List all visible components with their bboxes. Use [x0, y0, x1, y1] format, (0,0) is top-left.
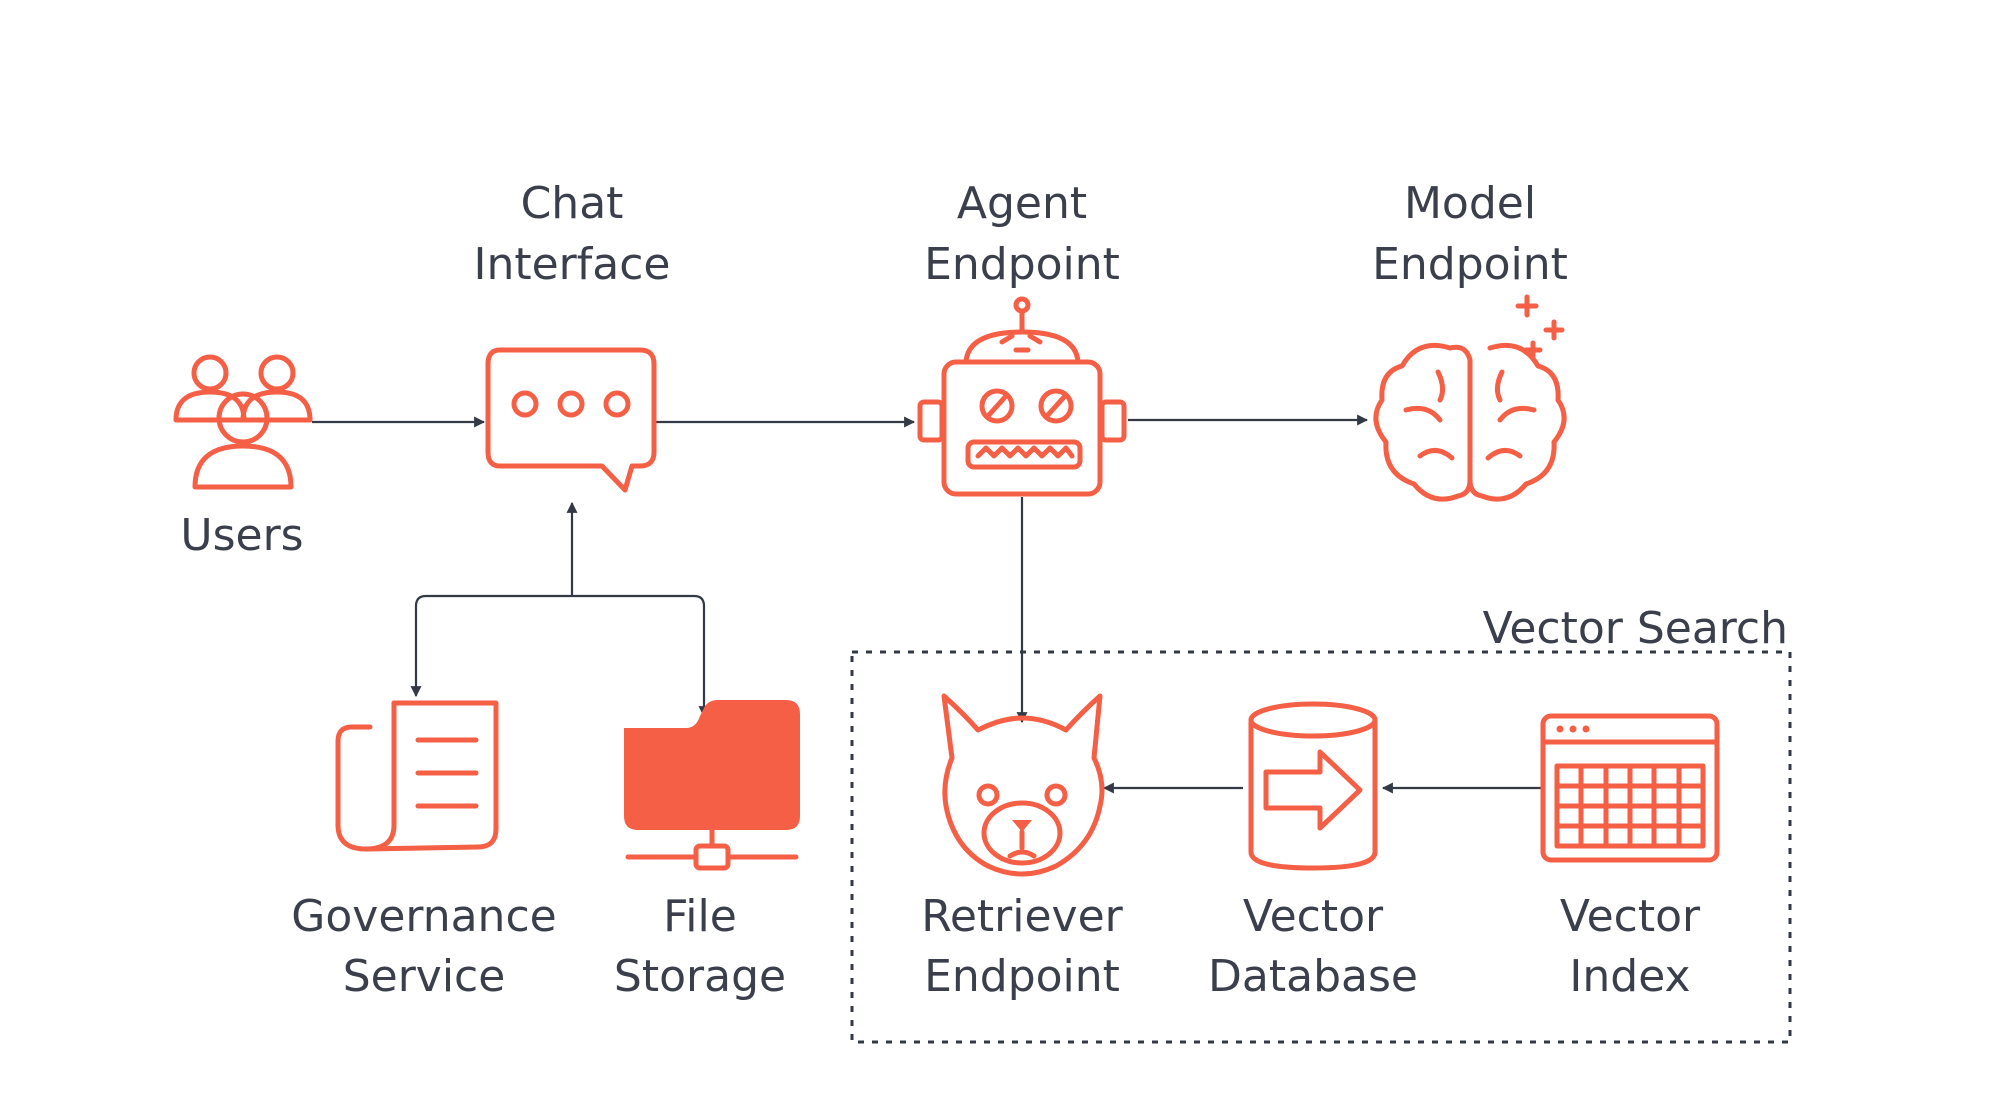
edge-chat-to-governance: [410, 594, 572, 698]
agent-endpoint-node: Agent Endpoint: [917, 178, 1127, 497]
retriever-dog-icon: [941, 693, 1105, 877]
chat-bubble-icon: [485, 347, 657, 493]
model-endpoint-node: Model Endpoint: [1372, 178, 1568, 502]
model-endpoint-label-line1: Model: [1404, 178, 1536, 229]
database-arrow-icon: [1248, 701, 1378, 871]
file-storage-label-line1: File: [663, 891, 737, 942]
vector-index-node: Vector Index: [1540, 713, 1720, 1002]
brain-sparkle-icon: [1373, 294, 1567, 502]
retriever-endpoint-node: Retriever Endpoint: [921, 693, 1124, 1002]
document-icon: [335, 700, 499, 852]
vector-search-label: Vector Search: [1483, 603, 1788, 654]
users-icon: [173, 354, 313, 490]
vector-search-boundary: [850, 650, 1792, 1044]
vector-index-label-line1: Vector: [1560, 891, 1701, 942]
robot-icon: [917, 296, 1127, 497]
retriever-endpoint-label-line2: Endpoint: [924, 951, 1120, 1002]
vector-database-node: Vector Database: [1208, 701, 1418, 1002]
chat-interface-label-line2: Interface: [474, 239, 671, 290]
chat-interface-label-line1: Chat: [521, 178, 624, 229]
file-storage-node: File Storage: [614, 700, 800, 1002]
model-endpoint-label-line2: Endpoint: [1372, 239, 1568, 290]
vector-search-group: Vector Search: [850, 603, 1792, 1044]
grid-window-icon: [1540, 713, 1720, 863]
users-label: Users: [180, 510, 303, 561]
vector-database-label-line1: Vector: [1243, 891, 1384, 942]
edge-chat-to-file-storage: [572, 594, 710, 718]
agent-endpoint-label-line1: Agent: [957, 178, 1087, 229]
users-node: Users: [173, 354, 313, 561]
governance-service-node: Governance Service: [291, 700, 557, 1002]
network-folder-icon: [624, 700, 800, 871]
governance-service-label-line2: Service: [343, 951, 506, 1002]
file-storage-label-line2: Storage: [614, 951, 786, 1002]
vector-database-label-line2: Database: [1208, 951, 1418, 1002]
vector-index-label-line2: Index: [1569, 951, 1690, 1002]
retriever-endpoint-label-line1: Retriever: [921, 891, 1123, 942]
governance-service-label-line1: Governance: [291, 891, 556, 942]
chat-interface-node: Chat Interface: [474, 178, 671, 493]
agent-endpoint-label-line2: Endpoint: [924, 239, 1120, 290]
edges: [312, 414, 1543, 794]
